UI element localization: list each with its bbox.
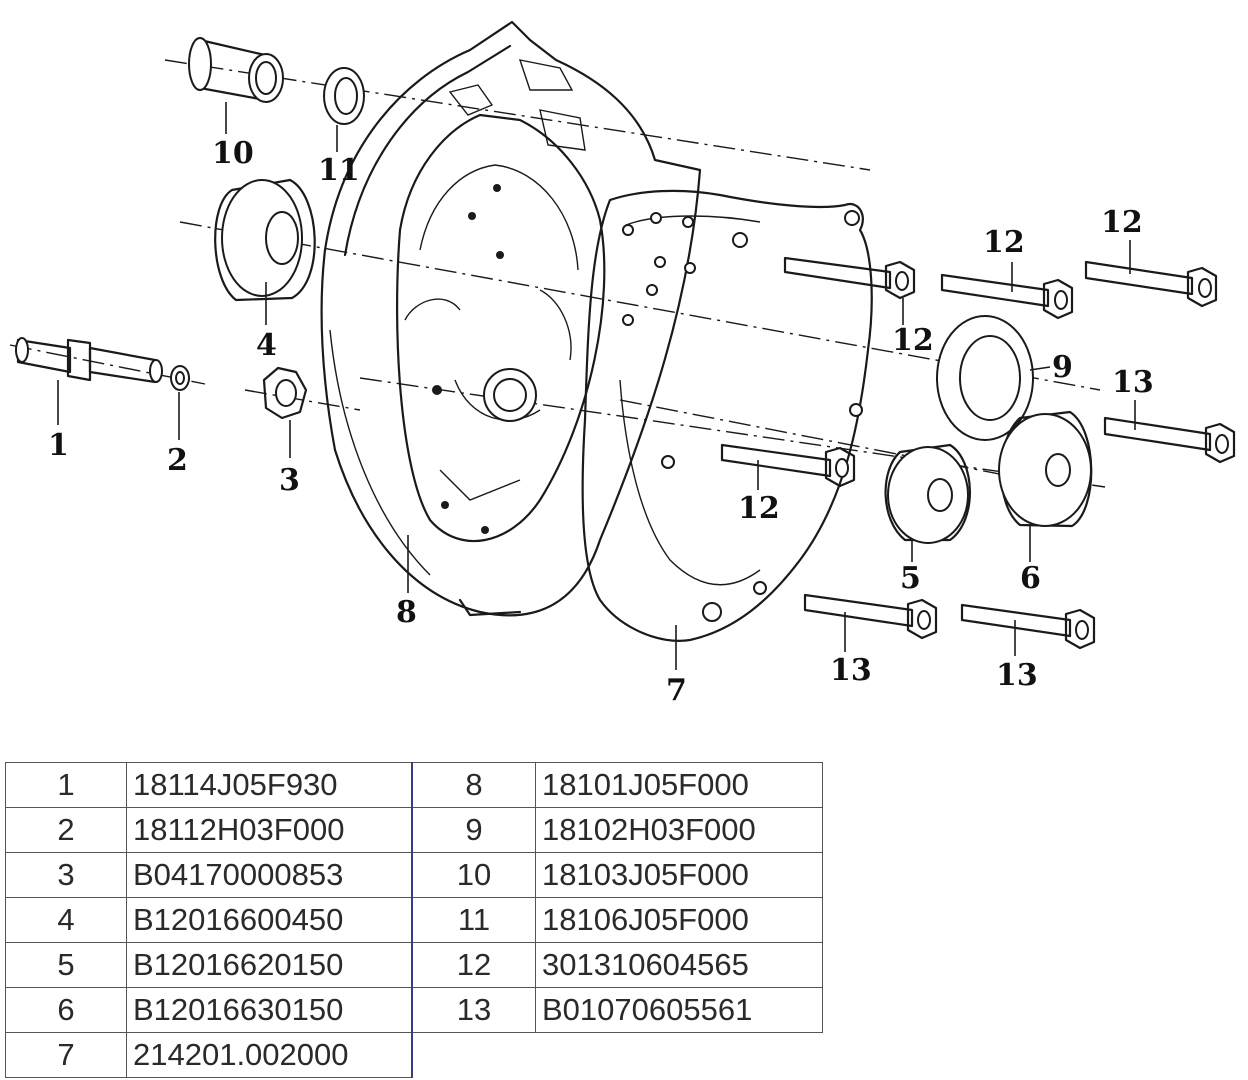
- part-number: 9: [411, 807, 536, 853]
- part-code: B12016620150: [126, 942, 413, 988]
- callout-13-c: 13: [996, 658, 1038, 693]
- callout-6: 6: [1020, 561, 1041, 596]
- table-row: 7 214201.002000: [5, 1032, 823, 1078]
- bolt-12-d: [720, 443, 856, 490]
- table-row: 1 18114J05F930 8 18101J05F000: [5, 762, 823, 808]
- table-row: 5 B12016620150 12 301310604565: [5, 942, 823, 988]
- callout-5: 5: [900, 561, 921, 596]
- bolt-12-b: [940, 262, 1074, 320]
- callout-labels: 1 2 3 4 5 6 7 8 9 10 11 12 12 12 12 13 1…: [48, 136, 1154, 708]
- gasket: [581, 189, 873, 670]
- bearing-medium: [998, 410, 1093, 562]
- parts-list-table: 1 18114J05F930 8 18101J05F000 2 18112H03…: [5, 762, 823, 1078]
- part-number: 13: [411, 987, 536, 1033]
- callout-12-b: 12: [983, 225, 1025, 260]
- callout-9: 9: [1052, 350, 1073, 385]
- bearing-large: [214, 178, 316, 325]
- part-code: B01070605561: [535, 987, 823, 1033]
- part-number: 3: [5, 852, 127, 898]
- bolt-13-a: [1103, 400, 1236, 464]
- part-number: 5: [5, 942, 127, 988]
- table-row: 4 B12016600450 11 18106J05F000: [5, 897, 823, 943]
- part-code: B12016630150: [126, 987, 413, 1033]
- callout-12-a: 12: [892, 323, 934, 358]
- part-code: 18114J05F930: [126, 762, 413, 808]
- part-number: 7: [5, 1032, 127, 1078]
- callout-12-c: 12: [1101, 205, 1143, 240]
- empty-cell: [411, 1032, 823, 1078]
- part-code: B04170000853: [126, 852, 413, 898]
- part-code: 18106J05F000: [535, 897, 823, 943]
- exploded-parts-diagram: 1 2 3 4 5 6 7 8 9 10 11 12 12 12 12 13 1…: [9, 20, 1236, 708]
- assembly-axis-lines: [9, 59, 1106, 488]
- part-code: 18112H03F000: [126, 807, 413, 853]
- shaft: [15, 337, 163, 425]
- bolt-12-a: [783, 256, 916, 325]
- part-code: 301310604565: [535, 942, 823, 988]
- part-number: 4: [5, 897, 127, 943]
- callout-12-d: 12: [738, 491, 780, 526]
- callout-7: 7: [666, 673, 687, 708]
- callout-1: 1: [48, 428, 69, 463]
- callout-10: 10: [212, 136, 254, 171]
- part-number: 12: [411, 942, 536, 988]
- oil-seal-large: [936, 315, 1051, 441]
- part-code: 18103J05F000: [535, 852, 823, 898]
- transmission-housing: [320, 20, 702, 617]
- part-code: 214201.002000: [126, 1032, 413, 1078]
- callout-2: 2: [167, 443, 188, 478]
- table-row: 2 18112H03F000 9 18102H03F000: [5, 807, 823, 853]
- bolt-13-c: [960, 603, 1096, 656]
- bolt-12-c: [1084, 240, 1218, 308]
- callout-3: 3: [279, 463, 300, 498]
- bolt-13-b: [803, 593, 938, 652]
- callout-4: 4: [256, 328, 277, 363]
- callout-8: 8: [396, 595, 417, 630]
- part-code: B12016600450: [126, 897, 413, 943]
- part-number: 8: [411, 762, 536, 808]
- washer: [170, 365, 190, 440]
- part-number: 6: [5, 987, 127, 1033]
- bearing-small: [884, 443, 971, 562]
- callout-13-a: 13: [1112, 365, 1154, 400]
- flange-nut: [262, 366, 308, 458]
- part-number: 1: [5, 762, 127, 808]
- part-number: 11: [411, 897, 536, 943]
- part-code: 18102H03F000: [535, 807, 823, 853]
- part-number: 2: [5, 807, 127, 853]
- bushing: [188, 37, 284, 134]
- callout-13-b: 13: [830, 653, 872, 688]
- table-row: 3 B04170000853 10 18103J05F000: [5, 852, 823, 898]
- callout-11: 11: [318, 153, 360, 188]
- part-code: 18101J05F000: [535, 762, 823, 808]
- part-number: 10: [411, 852, 536, 898]
- table-row: 6 B12016630150 13 B01070605561: [5, 987, 823, 1033]
- oil-seal-small: [323, 67, 365, 152]
